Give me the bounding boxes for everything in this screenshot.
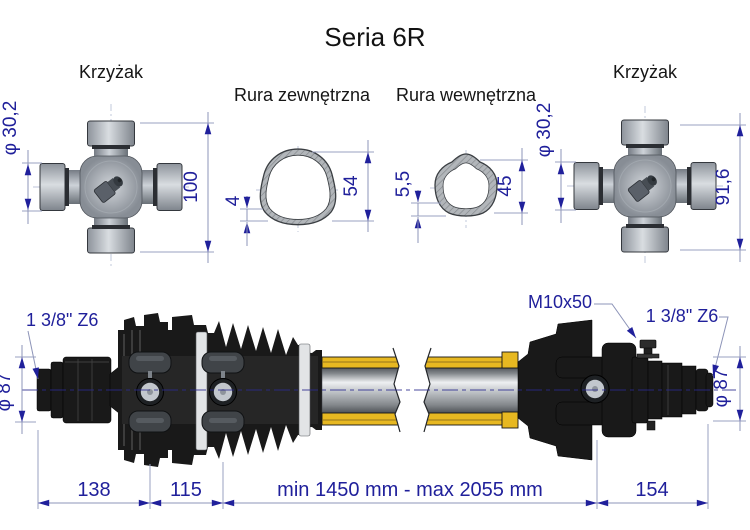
outer-tube-bore xyxy=(265,154,331,220)
left-cross-label: Krzyżak xyxy=(79,62,144,82)
length-138-value: 138 xyxy=(77,479,110,501)
guard-collar-top xyxy=(501,351,519,369)
length-115-value: 115 xyxy=(170,479,202,501)
outer-tube-size-dimension: 54 xyxy=(312,140,374,232)
outer-tube-profile: Rura zewnętrzna 54 4 xyxy=(223,85,374,246)
inner-tube-size-dimension: 45 xyxy=(480,148,528,225)
grease-nipple xyxy=(646,420,656,431)
right-cross-height-dimension: 91,6 xyxy=(680,113,746,262)
left-cross-diameter-dimension: φ 30,2 xyxy=(0,101,42,224)
right-spline-callout: 1 3/8" Z6 xyxy=(646,306,729,377)
right-spline-value: 1 3/8" Z6 xyxy=(646,306,718,326)
right-cross-label: Krzyżak xyxy=(613,62,678,82)
left-cross-height-dimension: 100 xyxy=(140,112,214,263)
length-range-value: min 1450 mm - max 2055 mm xyxy=(277,479,543,501)
inner-tube-wall-dimension: 5,5 xyxy=(393,171,446,243)
inner-tube-label: Rura wewnętrzna xyxy=(396,85,537,105)
right-spline-hub xyxy=(631,339,714,431)
safety-bolt xyxy=(636,339,660,359)
right-cross-diameter-dimension: φ 30,2 xyxy=(534,103,576,223)
left-cross-dia-value: φ 30,2 xyxy=(0,101,21,156)
right-cross-view: Krzyżak φ 30,2 91,6 xyxy=(534,62,746,266)
shaft-drawing: 1 3/8" Z6 φ 87 M10x50 1 3/8" Z6 φ 87 xyxy=(0,292,746,509)
guard-collar-bottom xyxy=(501,411,519,429)
left-spline-callout: 1 3/8" Z6 xyxy=(26,310,98,380)
outer-tube-label: Rura zewnętrzna xyxy=(234,85,371,105)
left-diameter-dimension: φ 87 xyxy=(0,345,36,434)
outer-tube-size-value: 54 xyxy=(341,175,362,197)
left-spline-value: 1 3/8" Z6 xyxy=(26,310,98,330)
inner-tube-profile: Rura wewnętrzna 45 5,5 xyxy=(393,85,537,243)
right-diameter-dimension: φ 87 xyxy=(711,346,746,431)
right-cross-height-value: 91,6 xyxy=(713,169,734,206)
bolt-callout: M10x50 xyxy=(528,292,637,339)
length-154-value: 154 xyxy=(635,479,668,501)
length-dimensions: 138 115 min 1450 mm - max 2055 mm 154 xyxy=(37,424,709,509)
right-cross-dia-value: φ 30,2 xyxy=(534,103,555,158)
left-diameter-value: φ 87 xyxy=(0,373,15,412)
right-diameter-value: φ 87 xyxy=(711,369,732,408)
right-joint-bearing xyxy=(580,374,610,404)
bolt-value: M10x50 xyxy=(528,292,592,312)
inner-tube-bore xyxy=(442,162,490,210)
inner-tube-wall-value: 5,5 xyxy=(393,171,414,197)
outer-tube-wall-value: 4 xyxy=(223,195,244,206)
page-title: Seria 6R xyxy=(324,22,425,52)
left-cross-view: Krzyżak φ 30,2 100 xyxy=(0,62,214,268)
tube-left-piece xyxy=(321,356,401,426)
inner-tube-size-value: 45 xyxy=(495,175,516,196)
boot-clamp-band xyxy=(195,331,208,451)
left-cross-height-value: 100 xyxy=(181,171,202,203)
outer-tube-wall-dimension: 4 xyxy=(223,195,268,246)
